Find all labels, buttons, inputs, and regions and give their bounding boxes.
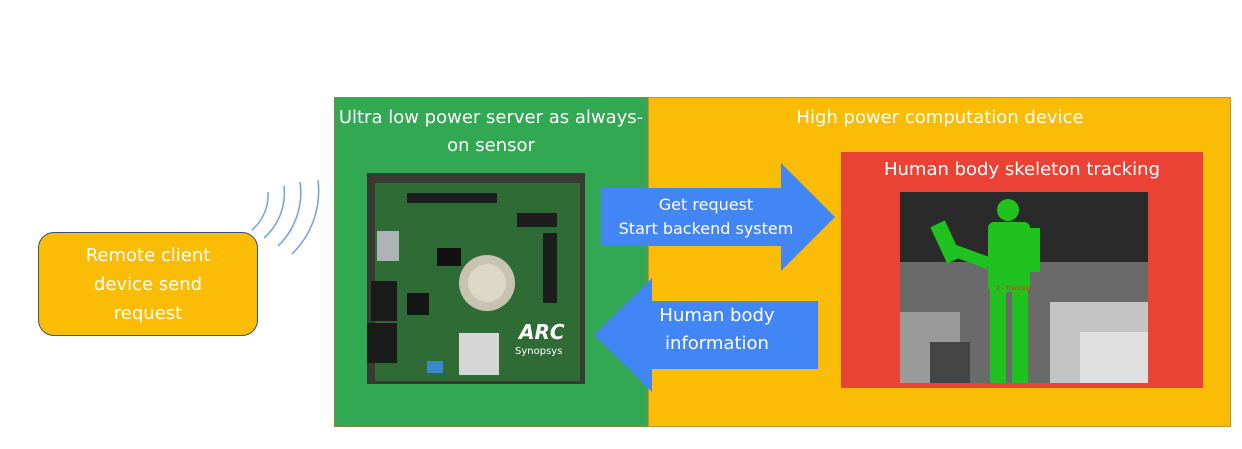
request-arrow-right [601,163,835,271]
body-info-arrow-label: Human body information [659,305,775,354]
arc-board-photo: ARC Synopsys [367,173,585,384]
body-info-arrow-left [594,278,818,392]
request-arrow-label: Get request Start backend system [601,193,811,241]
board-brand-text: ARC [517,320,565,344]
signal-waves-icon [251,180,320,255]
remote-client-box: Remote client device send request [38,232,258,336]
skeleton-tracking-title: Human body skeleton tracking [883,159,1161,180]
depth-tracking-image: 2 - Tracking [900,192,1148,383]
board-maker-text: Synopsys [515,346,562,357]
tracking-status-text: 2 - Tracking [996,285,1031,292]
low-power-server-title: Ultra low power server as always-on sens… [338,107,644,156]
high-power-device-title: High power computation device [796,107,1084,128]
remote-client-label: Remote client device send request [85,244,211,324]
tracked-person-silhouette [930,199,1040,383]
request-arrow-line1: Get request [658,195,754,214]
request-arrow-line2: Start backend system [618,219,794,238]
